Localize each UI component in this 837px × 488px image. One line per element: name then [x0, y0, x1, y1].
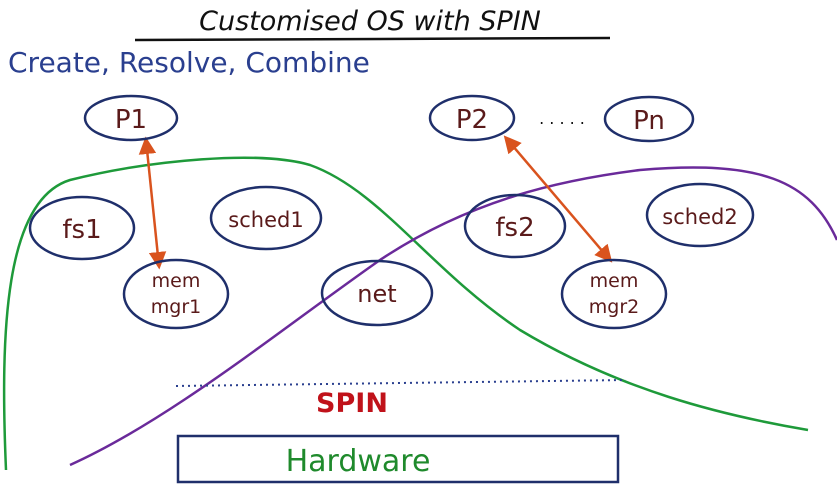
diagram-title: Customised OS with SPIN — [199, 6, 541, 37]
diagram-subtitle: Create, Resolve, Combine — [8, 46, 370, 79]
node-pn: Pn — [603, 95, 695, 143]
node-p1: P1 — [83, 94, 179, 142]
node-p2: P2 — [428, 94, 516, 142]
hardware-box: Hardware — [176, 434, 620, 484]
node-net-label: net — [357, 280, 396, 308]
node-net: net — [320, 259, 434, 327]
node-mem-mgr1-line2: mgr1 — [151, 296, 201, 318]
node-mem-mgr2-line2: mgr2 — [589, 296, 639, 318]
hardware-label: Hardware — [286, 444, 431, 479]
node-mem-mgr1-line1: mem — [152, 270, 201, 292]
node-sched1: sched1 — [209, 185, 323, 251]
arrow-p1-mem1 — [138, 136, 167, 270]
node-sched1-label: sched1 — [228, 208, 303, 232]
node-sched2: sched2 — [645, 182, 755, 248]
node-p1-label: P1 — [115, 105, 147, 135]
node-mem-mgr2: mem mgr2 — [560, 258, 668, 330]
node-sched2-label: sched2 — [662, 205, 737, 229]
process-ellipsis: . . . . . — [539, 109, 585, 128]
spin-label: SPIN — [316, 388, 388, 419]
spin-dotted-line — [175, 379, 627, 387]
title-underline — [134, 36, 611, 42]
node-fs2-label: fs2 — [495, 213, 534, 243]
node-fs1: fs1 — [28, 195, 136, 261]
node-pn-label: Pn — [633, 106, 665, 136]
node-fs1-label: fs1 — [62, 215, 101, 245]
arrow-p2-mem2 — [503, 135, 613, 263]
node-mem-mgr1: mem mgr1 — [122, 258, 230, 330]
node-mem-mgr2-line1: mem — [590, 270, 639, 292]
node-p2-label: P2 — [456, 105, 488, 135]
curve-green — [2, 156, 809, 471]
node-fs2: fs2 — [463, 193, 567, 259]
